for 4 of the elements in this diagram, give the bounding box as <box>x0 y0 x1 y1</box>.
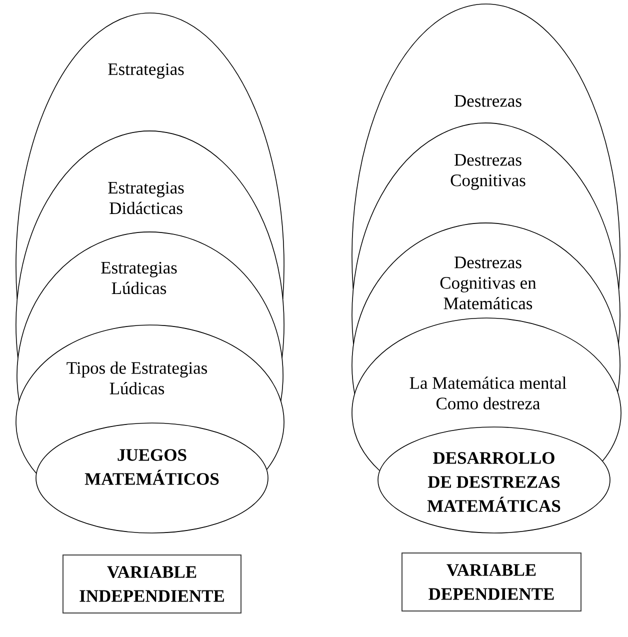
ellipse: DESARROLLO DE DESTREZAS MATEMÁTICAS <box>378 426 610 534</box>
text-box: VARIABLE DEPENDIENTE <box>402 552 582 612</box>
text-box: VARIABLE INDEPENDIENTE <box>62 554 242 614</box>
ellipse: JUEGOS MATEMÁTICOS <box>36 422 268 534</box>
